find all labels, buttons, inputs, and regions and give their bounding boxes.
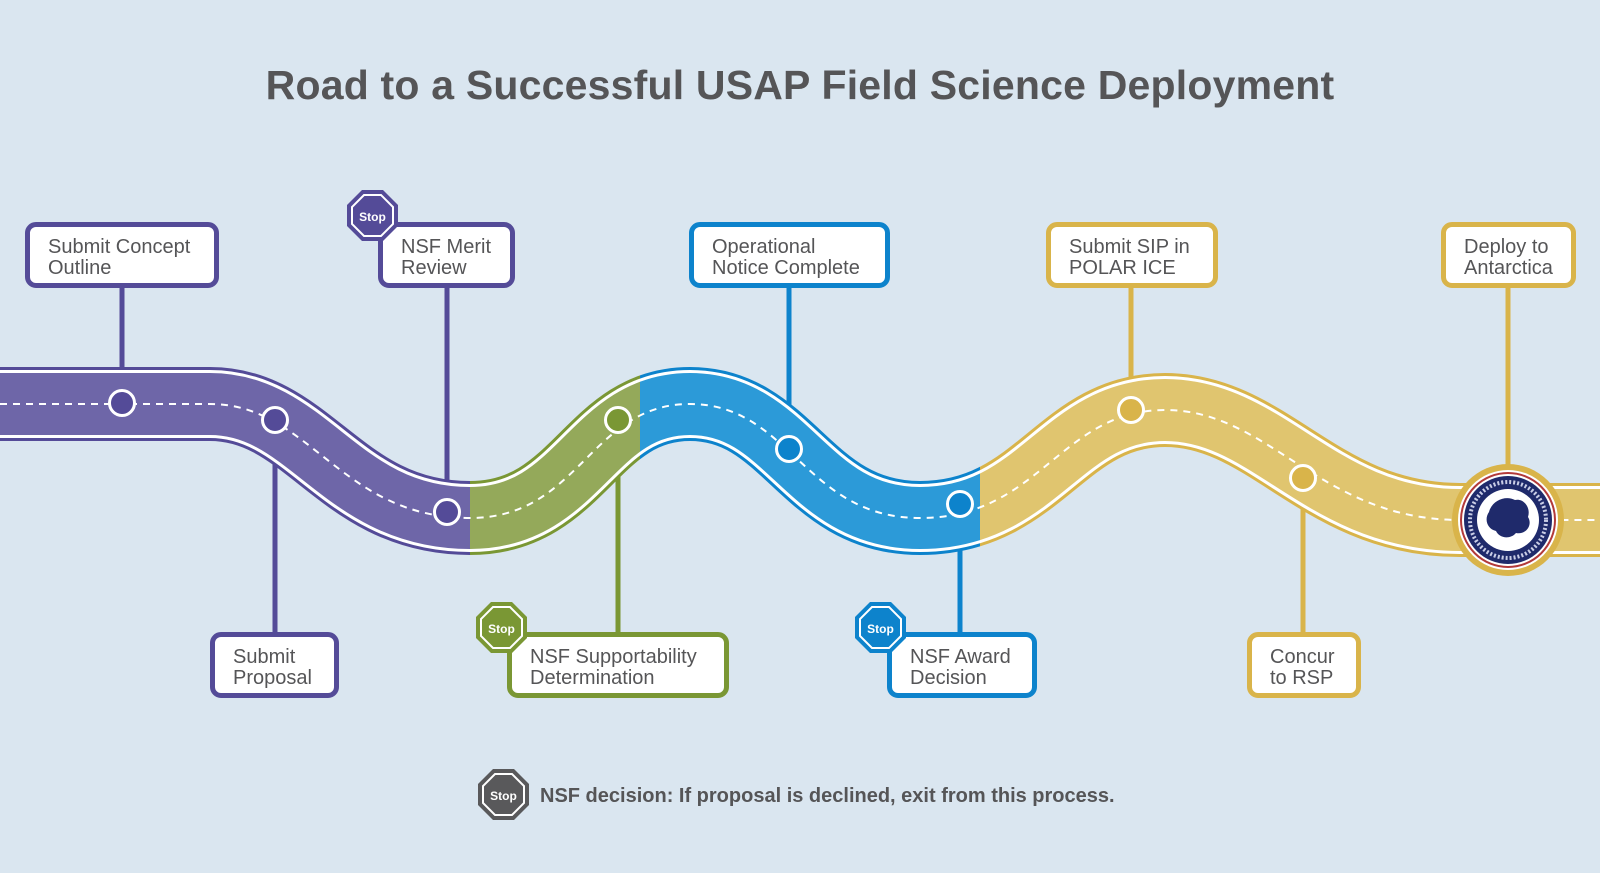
milestone-dot (108, 389, 136, 417)
milestone-dot (261, 406, 289, 434)
milestone-dot (1289, 464, 1317, 492)
milestone-dot (604, 406, 632, 434)
step-box-nsf-award-decision: NSF Award Decision (887, 632, 1037, 698)
step-box-nsf-merit-review: NSF Merit Review (378, 222, 515, 288)
legend-text: NSF decision: If proposal is declined, e… (540, 785, 1115, 807)
milestone-dot (775, 435, 803, 463)
step-box-deploy-to-antarctica: Deploy to Antarctica (1441, 222, 1576, 288)
usap-seal-logo (1452, 464, 1564, 576)
milestone-dot (946, 490, 974, 518)
step-box-submit-sip-in-polar-ice: Submit SIP in POLAR ICE (1046, 222, 1218, 288)
step-box-concur-to-rsp: Concur to RSP (1247, 632, 1361, 698)
legend-stop-text: Stop (490, 789, 517, 803)
step-box-operational-notice-complete: Operational Notice Complete (689, 222, 890, 288)
antarctica-shape (1486, 498, 1530, 538)
legend-stop-sign-icon: Stop (478, 769, 529, 820)
road (0, 366, 1600, 557)
milestone-dot (1117, 396, 1145, 424)
step-box-submit-proposal: Submit Proposal (210, 632, 339, 698)
milestone-dot (433, 498, 461, 526)
road-center-dashes (0, 402, 1600, 521)
milestone-dots (108, 389, 1317, 526)
page-title: Road to a Successful USAP Field Science … (265, 62, 1335, 108)
step-box-nsf-supportability-determination: NSF Supportability Determination (507, 632, 729, 698)
step-box-submit-concept-outline: Submit Concept Outline (25, 222, 219, 288)
